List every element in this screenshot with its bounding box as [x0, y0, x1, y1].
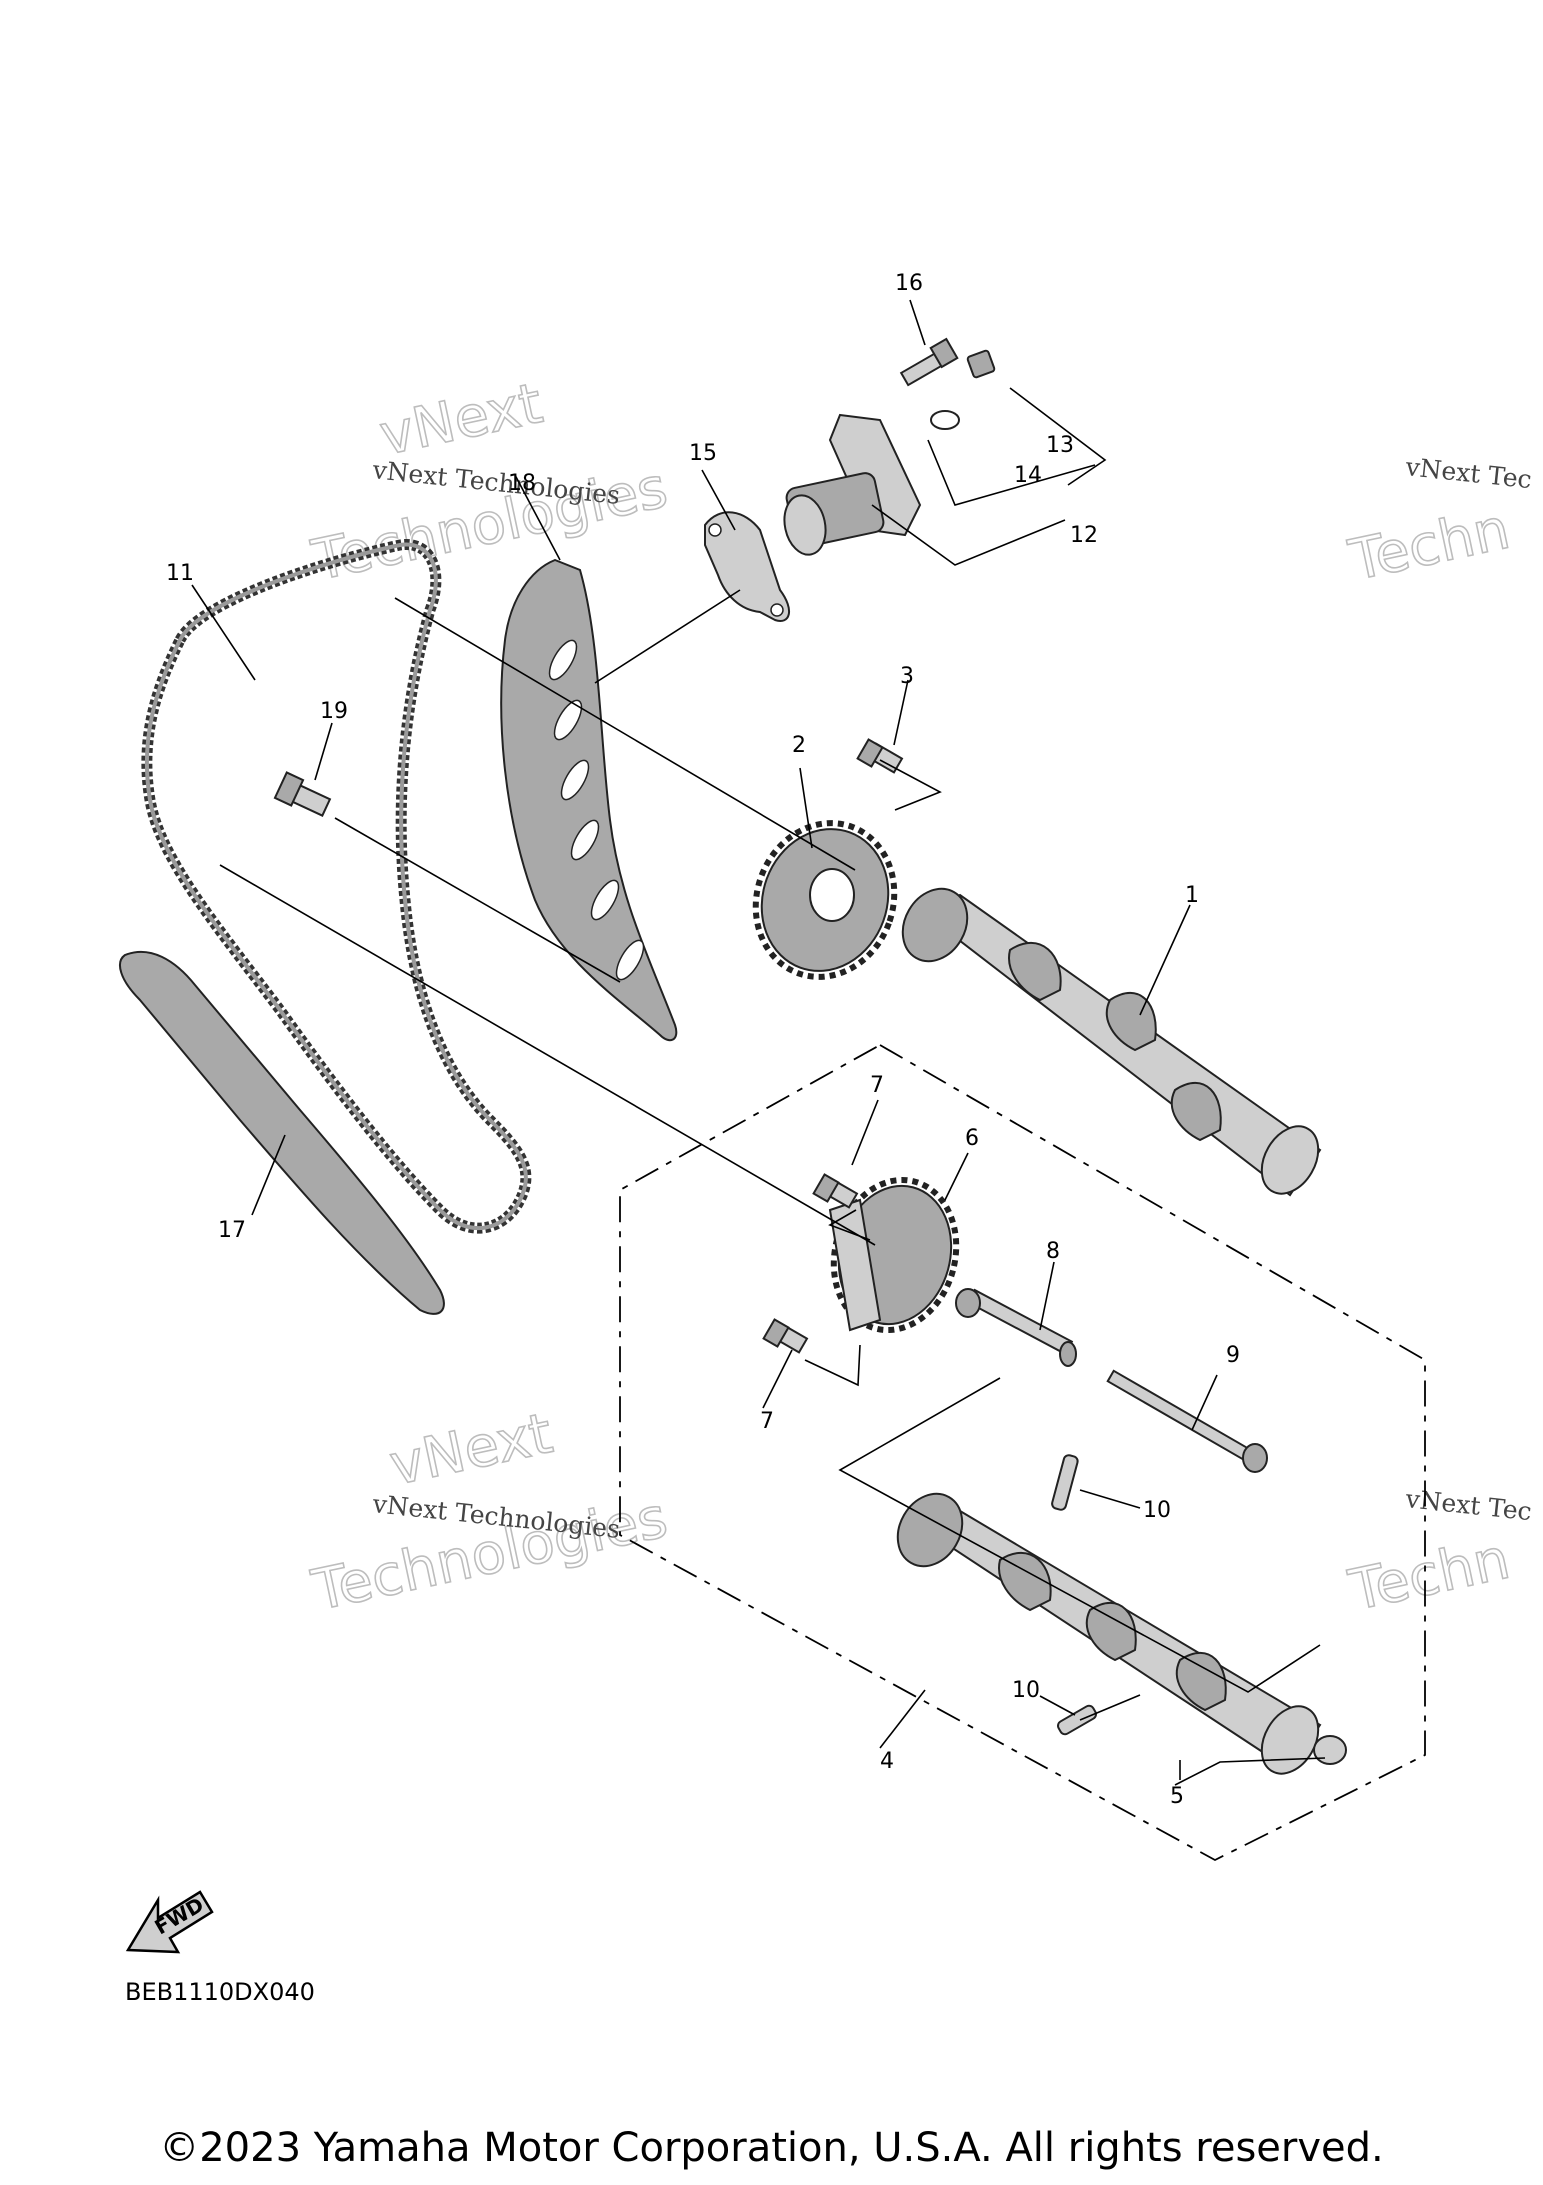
svg-text:Techn: Techn	[1343, 1527, 1515, 1624]
exhaust-camshaft-part	[896, 1492, 1322, 1775]
callout-10-top: 10	[1143, 1498, 1171, 1523]
diagram-code: BEB1110DX040	[125, 1978, 315, 2006]
callout-16: 16	[895, 271, 923, 296]
callout-labels: 1 2 3 4 5 6 7 7 8 9 10 10 11 12 13 14 15…	[166, 271, 1240, 1809]
callout-3: 3	[900, 664, 914, 689]
callout-12: 12	[1070, 523, 1098, 548]
callout-14: 14	[1014, 463, 1042, 488]
chain-guide-part	[119, 950, 445, 1315]
seal-part	[1313, 1735, 1347, 1765]
watermark-bottom-left: vNext Technologies vNext Technologies	[306, 1400, 674, 1624]
callout-5: 5	[1170, 1784, 1184, 1809]
sprocket-bolt-part	[762, 1318, 809, 1354]
callout-11: 11	[166, 561, 194, 586]
dowel-pin-part	[1051, 1454, 1079, 1511]
watermark-bottom-right: vNext Tec Techn	[1343, 1484, 1534, 1625]
svg-text:vNext: vNext	[384, 1401, 558, 1499]
svg-text:Techn: Techn	[1343, 497, 1515, 594]
chain-tensioner-guide-part	[500, 558, 678, 1042]
chain-tensioner-part	[783, 413, 922, 556]
leader-lines	[191, 299, 1326, 1786]
intake-camshaft-part	[901, 887, 1322, 1197]
callout-18: 18	[508, 471, 536, 496]
watermark-top-left: vNext Technologies vNext Technologies	[306, 370, 674, 594]
tensioner-bolt-part	[899, 337, 959, 387]
guide-slots	[548, 639, 645, 981]
sprocket-bolt-part	[856, 738, 904, 774]
callout-15: 15	[689, 441, 717, 466]
intake-sprocket-part	[752, 820, 898, 980]
watermark-top-right: vNext Tec Techn	[1343, 452, 1534, 595]
gasket-hole	[708, 523, 722, 537]
callout-8: 8	[1046, 1239, 1060, 1264]
exhaust-sprocket-part	[828, 1176, 960, 1334]
callout-9: 9	[1226, 1343, 1240, 1368]
callout-1: 1	[1185, 883, 1199, 908]
callout-10-bottom: 10	[1012, 1678, 1040, 1703]
callout-4: 4	[880, 1749, 894, 1774]
copyright-notice: ©2023 Yamaha Motor Corporation, U.S.A. A…	[159, 2125, 1384, 2171]
callout-6: 6	[965, 1126, 979, 1151]
assembly-lines	[219, 589, 876, 1246]
sprocket-bolt-part	[812, 1173, 859, 1209]
gasket-part	[704, 511, 790, 622]
shaft-pin-part	[1106, 1369, 1268, 1473]
fwd-arrow-icon: FWD	[125, 1890, 214, 1954]
callout-13: 13	[1046, 433, 1074, 458]
callout-17: 17	[218, 1218, 246, 1243]
callout-19: 19	[320, 699, 348, 724]
svg-text:vNext: vNext	[374, 371, 548, 469]
cam-chain-part	[141, 538, 532, 1234]
svg-text:vNext Tec: vNext Tec	[1403, 452, 1533, 494]
svg-text:vNext Tec: vNext Tec	[1403, 1484, 1533, 1526]
callout-2: 2	[792, 733, 806, 758]
guide-bolt-part	[273, 771, 332, 817]
callout-7-top: 7	[870, 1073, 884, 1098]
callout-7-bottom: 7	[760, 1409, 774, 1434]
assembly-boundary	[619, 1043, 1426, 1862]
gasket-hole	[770, 603, 784, 617]
shaft-pin-part	[955, 1288, 1077, 1367]
washer-part	[930, 410, 960, 430]
tensioner-plug-part	[966, 349, 996, 379]
